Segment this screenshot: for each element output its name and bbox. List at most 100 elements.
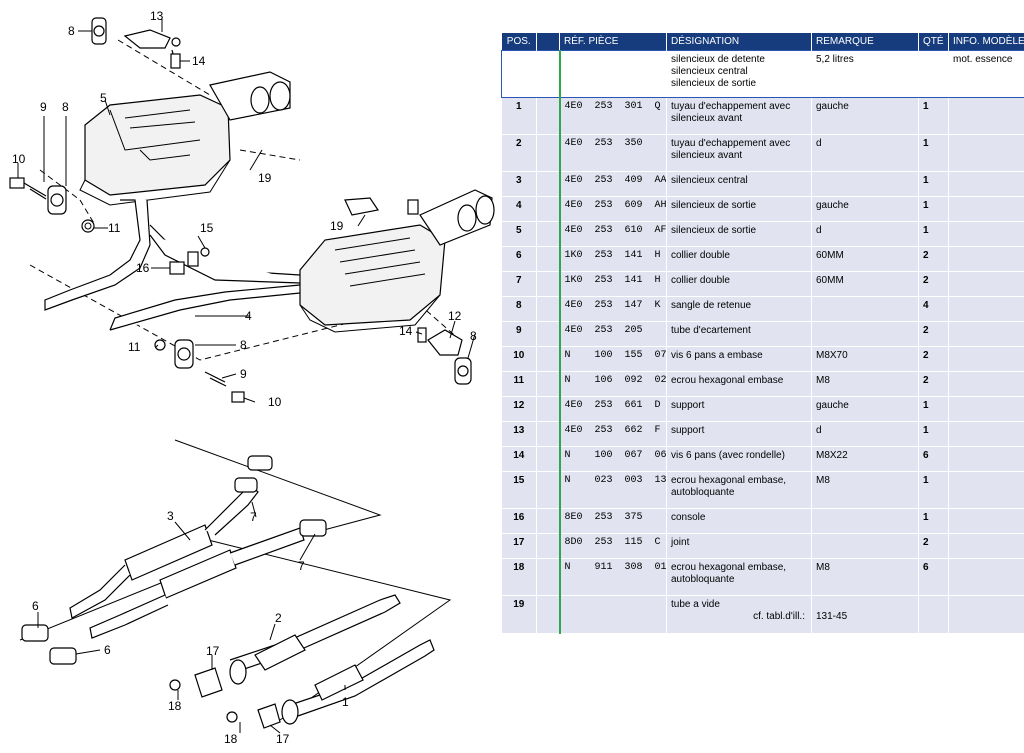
designation-line: tuyau d'echappement avec	[671, 101, 791, 112]
hanger-left-drawing	[9, 177, 95, 233]
cell-remarque: d	[811, 134, 919, 172]
cell-pos: 8	[501, 296, 537, 322]
cell-qte	[918, 595, 949, 634]
cell-designation: ecrou hexagonal embase	[666, 371, 812, 397]
cell-ref: 4E0 253 661 D	[559, 396, 667, 422]
header-pos: POS.	[501, 33, 537, 51]
cell-remarque: gauche	[811, 97, 919, 135]
cell-indicator	[536, 508, 561, 534]
cell-qte: 1	[918, 396, 949, 422]
cell-pos: 9	[501, 321, 537, 347]
designation-line: silencieux de sortie	[671, 200, 757, 211]
cell-pos: 2	[501, 134, 537, 172]
cell-indicator	[536, 246, 561, 272]
cell-remarque: d	[811, 221, 919, 247]
callout-17: 17	[276, 732, 290, 746]
cell-designation: ecrou hexagonal embase,autobloquante	[666, 558, 812, 596]
callout-12: 12	[448, 309, 462, 323]
cell-qte: 6	[918, 446, 949, 472]
designation-line: sangle de retenue	[671, 300, 752, 311]
callout-13: 13	[150, 9, 164, 23]
cell-indicator	[536, 134, 561, 172]
cell-pos: 18	[501, 558, 537, 596]
cell-ref: N 100 067 06	[559, 446, 667, 472]
cell-remarque: d	[811, 421, 919, 447]
cell-ref: 4E0 253 409 AA	[559, 171, 667, 197]
cell-designation: joint	[666, 533, 812, 559]
cell-ref: N 100 155 07	[559, 346, 667, 372]
designation-line: tuyau d'echappement avec	[671, 138, 791, 149]
cell-pos: 4	[501, 196, 537, 222]
cell-designation: tube d'ecartement	[666, 321, 812, 347]
callout-17: 17	[206, 644, 220, 658]
center-silencer-3-drawing	[21, 455, 327, 665]
cell-ref: N 106 092 02	[559, 371, 667, 397]
cell-ref	[559, 595, 667, 634]
cell-remarque	[811, 171, 919, 197]
cell-info	[948, 171, 1024, 197]
cell-qte: 2	[918, 321, 949, 347]
cell-remarque: gauche	[811, 396, 919, 422]
cell-indicator	[536, 221, 561, 247]
cell-remarque: 60MM	[811, 246, 919, 272]
cell-ref: 4E0 253 662 F	[559, 421, 667, 447]
callout-8: 8	[68, 24, 75, 38]
cell-qte: 2	[918, 346, 949, 372]
callout-7: 7	[298, 559, 305, 573]
front-pipes-drawing	[169, 594, 435, 729]
callout-18: 18	[168, 699, 182, 713]
cell-pos: 1	[501, 97, 537, 135]
cell-info	[948, 595, 1024, 634]
cell-info	[948, 471, 1024, 509]
callout-7: 7	[250, 510, 257, 524]
cell-pos: 19	[501, 595, 537, 634]
cell-info	[948, 346, 1024, 372]
cell-indicator	[536, 396, 561, 422]
cell-ref: 4E0 253 350	[559, 134, 667, 172]
parts-table: POS. RÉF. PIÈCE DÉSIGNATION REMARQUE QTÉ…	[501, 33, 1024, 634]
designation-line: silencieux avant	[671, 150, 743, 161]
cell-ref: 4E0 253 610 AF	[559, 221, 667, 247]
cell-remarque: M8X70	[811, 346, 919, 372]
callout-14: 14	[399, 324, 413, 338]
callout-4: 4	[245, 309, 252, 323]
callout-8: 8	[470, 329, 477, 343]
designation-line: collier double	[671, 250, 730, 261]
cell-designation: console	[666, 508, 812, 534]
cell-qte: 2	[918, 271, 949, 297]
cell-indicator	[536, 271, 561, 297]
cell-info	[948, 533, 1024, 559]
designation-line: ecrou hexagonal embase,	[671, 562, 787, 573]
cell-indicator	[536, 471, 561, 509]
cell-ref: 4E0 253 147 K	[559, 296, 667, 322]
callout-10: 10	[12, 152, 26, 166]
group-designation: silencieux de detente silencieux central…	[666, 50, 812, 98]
cell-indicator	[536, 446, 561, 472]
designation-line: console	[671, 512, 706, 523]
header-ref: RÉF. PIÈCE	[559, 33, 667, 51]
callout-19: 19	[330, 219, 344, 233]
callout-3: 3	[167, 509, 174, 523]
cell-info	[948, 421, 1024, 447]
designation-line: vis 6 pans a embase	[671, 350, 763, 361]
cell-info	[948, 558, 1024, 596]
cell-designation: silencieux de sortie	[666, 221, 812, 247]
cell-info	[948, 446, 1024, 472]
designation-line: tube a vide	[671, 599, 720, 610]
cell-qte: 1	[918, 97, 949, 135]
cell-indicator	[536, 171, 561, 197]
table-header-row: POS. RÉF. PIÈCE DÉSIGNATION REMARQUE QTÉ…	[501, 33, 1024, 51]
callout-9: 9	[240, 367, 247, 381]
cell-remarque: M8	[811, 471, 919, 509]
callout-6: 6	[104, 643, 111, 657]
